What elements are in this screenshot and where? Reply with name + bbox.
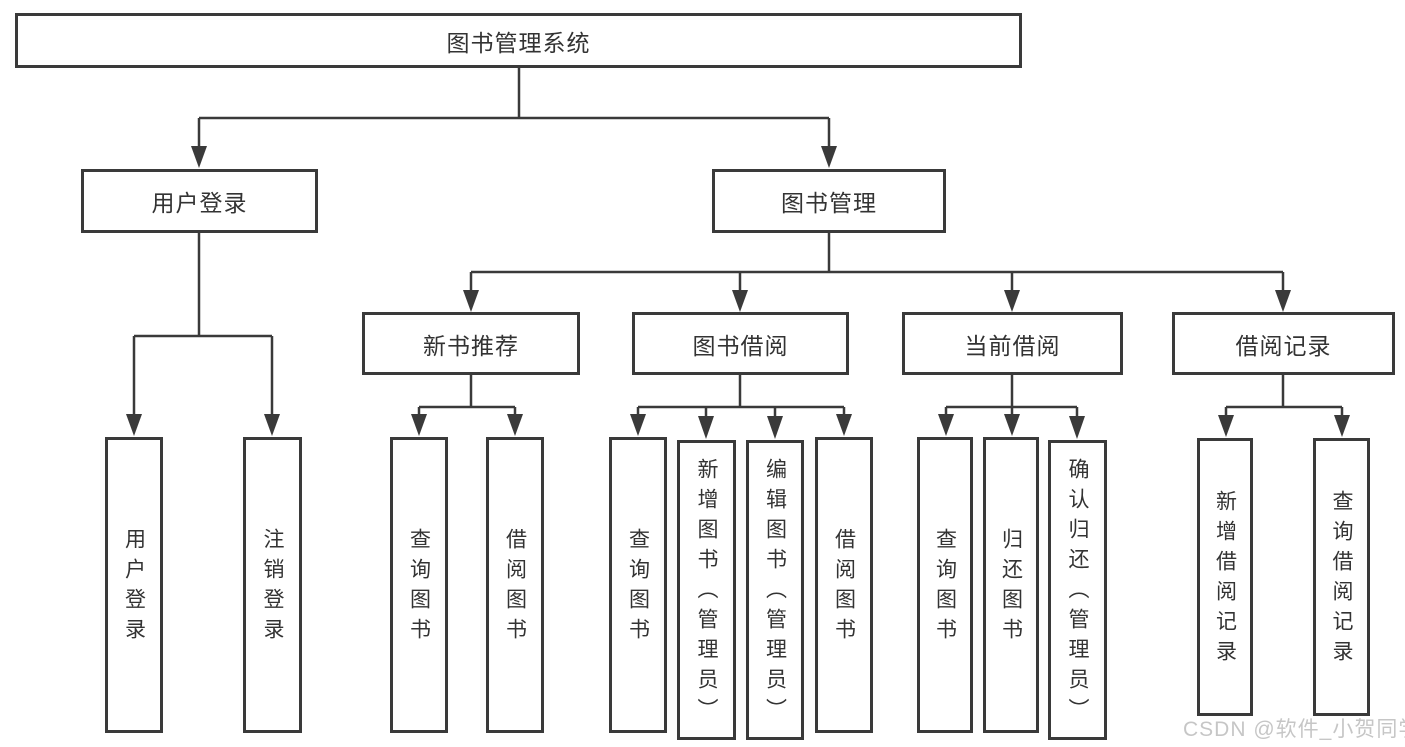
node-book-borrowing: 图书借阅 <box>632 312 849 375</box>
leaf-borrow-books-borrow: 借阅图书 <box>815 437 873 733</box>
node-current-borrowing: 当前借阅 <box>902 312 1123 375</box>
leaf-add-book-admin: 新增图书（管理员） <box>677 440 736 740</box>
leaf-confirm-return-admin: 确认归还（管理员） <box>1048 440 1107 740</box>
connector-current-borrow-to-leaves <box>938 375 1085 439</box>
leaf-borrow-books-new-book: 借阅图书 <box>486 437 544 733</box>
node-user-login: 用户登录 <box>81 169 318 233</box>
node-borrowing-records: 借阅记录 <box>1172 312 1395 375</box>
leaf-edit-book-admin: 编辑图书（管理员） <box>746 440 804 740</box>
node-new-book-recommendation: 新书推荐 <box>362 312 580 375</box>
leaf-return-books: 归还图书 <box>983 437 1039 733</box>
leaf-query-books-new-book: 查询图书 <box>390 437 448 733</box>
node-library-management-system: 图书管理系统 <box>15 13 1022 68</box>
leaf-logout: 注销登录 <box>243 437 302 733</box>
connector-book-borrow-to-leaves <box>630 375 852 439</box>
leaf-user-login: 用户登录 <box>105 437 163 733</box>
leaf-query-books-borrow: 查询图书 <box>609 437 667 733</box>
leaf-query-borrow-record: 查询借阅记录 <box>1313 438 1370 716</box>
leaf-add-borrow-record: 新增借阅记录 <box>1197 438 1253 716</box>
connector-book-management-to-level3 <box>463 233 1291 312</box>
connector-root-to-level2 <box>191 67 837 168</box>
leaf-query-books-current: 查询图书 <box>917 437 973 733</box>
node-book-management: 图书管理 <box>712 169 946 233</box>
connector-borrow-records-to-leaves <box>1218 375 1350 437</box>
connector-new-book-to-leaves <box>411 375 523 436</box>
csdn-watermark: CSDN @软件_小贺同学 <box>1183 718 1405 741</box>
connector-user-login-to-leaves <box>126 233 280 436</box>
